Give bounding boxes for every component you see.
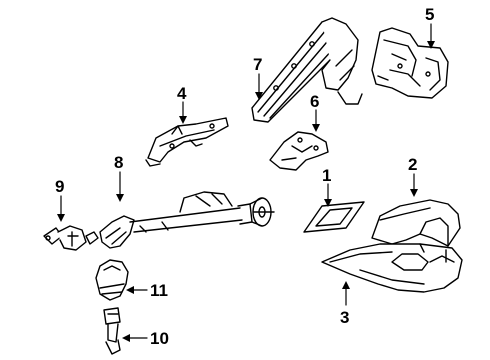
callout-5: 5	[425, 5, 434, 24]
part-1-seal	[303, 201, 365, 233]
part-7-support-rail	[251, 17, 363, 123]
callout-1: 1	[322, 166, 331, 185]
part-3-lower-shroud	[321, 243, 463, 293]
callout-9: 9	[55, 177, 64, 196]
leader-lines	[57, 23, 435, 342]
callout-7: 7	[253, 55, 262, 74]
part-11-boot	[95, 259, 129, 301]
callout-11: 11	[150, 281, 168, 300]
part-6-bracket	[269, 131, 329, 171]
part-8-column-shaft	[99, 191, 275, 249]
part-4-bracket	[145, 117, 229, 167]
part-2-upper-shroud	[371, 199, 461, 247]
callout-4: 4	[177, 84, 187, 103]
callout-8: 8	[114, 153, 123, 172]
part-10-lower-shaft	[103, 307, 121, 355]
callout-10: 10	[150, 329, 169, 348]
part-9-universal-joint	[43, 225, 99, 251]
callout-3: 3	[340, 308, 349, 327]
callout-6: 6	[310, 92, 319, 111]
part-5-bracket	[371, 27, 449, 99]
callout-2: 2	[408, 155, 417, 174]
callout-labels: 1 2 3 4 5 6 7 8 9 10 11	[55, 5, 434, 348]
